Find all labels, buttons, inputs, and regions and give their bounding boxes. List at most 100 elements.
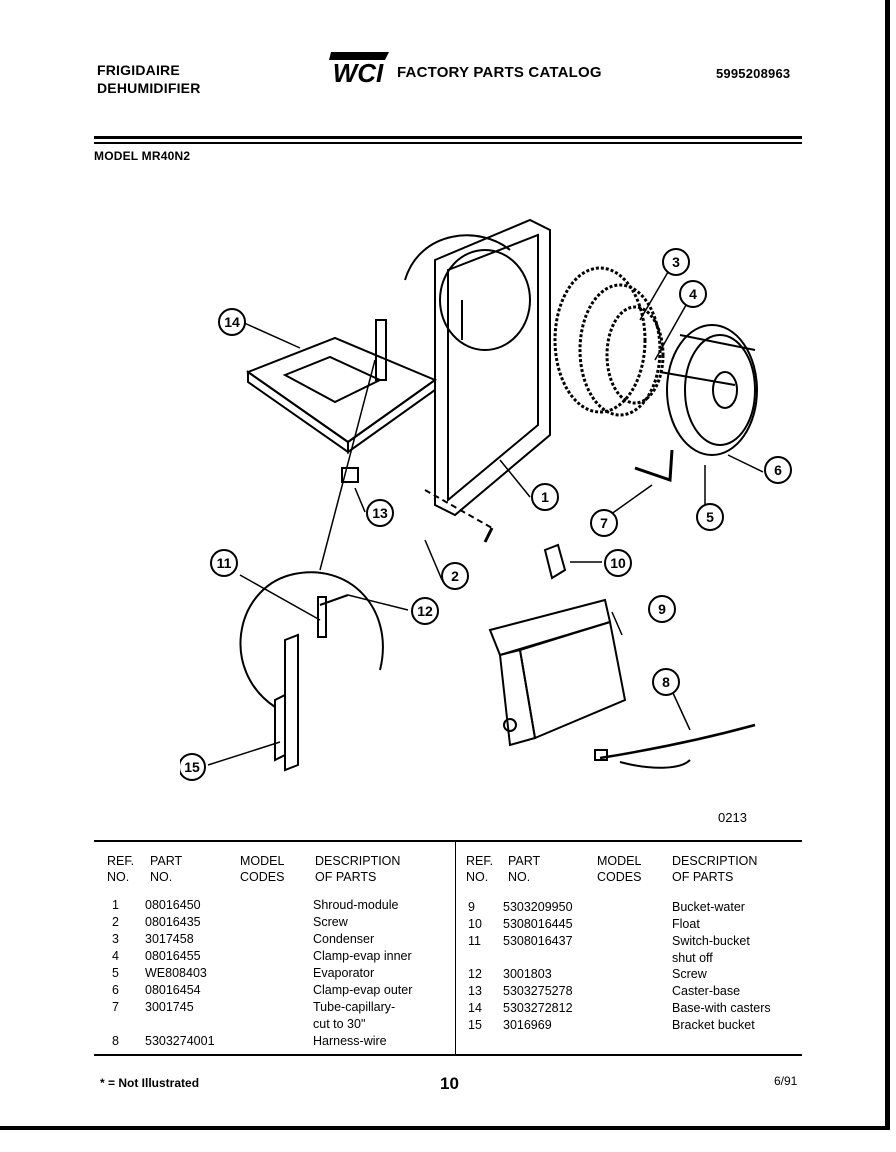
part-description: Shroud-module bbox=[313, 898, 399, 912]
callout-13: 13 bbox=[366, 499, 394, 527]
part-description: Evaporator bbox=[313, 966, 375, 980]
part-description: Caster-base bbox=[672, 984, 741, 998]
part-description: Tube-capillary- bbox=[313, 1000, 396, 1014]
part-number: 3001745 bbox=[145, 1000, 194, 1014]
svg-text:9: 9 bbox=[658, 601, 666, 617]
document-number: 5995208963 bbox=[716, 66, 791, 81]
callout-8: 8 bbox=[652, 668, 680, 696]
part-number: 5303275278 bbox=[503, 984, 573, 998]
header-rule-thin bbox=[94, 142, 802, 144]
ref-number: 11 bbox=[468, 934, 481, 948]
part-description: Switch-bucket bbox=[672, 934, 750, 948]
part-description-continued: shut off bbox=[672, 951, 713, 965]
svg-text:5: 5 bbox=[706, 509, 714, 525]
detail-circle-drawing bbox=[239, 571, 384, 708]
callout-9: 9 bbox=[648, 595, 676, 623]
part-number: 3016969 bbox=[503, 1018, 552, 1032]
callout-15: 15 bbox=[180, 753, 206, 781]
water-bucket-drawing bbox=[488, 598, 627, 747]
svg-text:15: 15 bbox=[184, 759, 200, 775]
svg-text:8: 8 bbox=[662, 674, 670, 690]
part-number: 08016454 bbox=[145, 983, 201, 997]
part-number: 3001803 bbox=[503, 967, 552, 981]
svg-text:3: 3 bbox=[672, 254, 680, 270]
callout-5: 5 bbox=[696, 503, 724, 531]
evaporator-drawing bbox=[659, 324, 758, 456]
revision-date: 6/91 bbox=[774, 1074, 798, 1088]
part-number: 5303209950 bbox=[503, 900, 573, 914]
svg-text:6: 6 bbox=[774, 462, 782, 478]
ref-number: 7 bbox=[112, 1000, 119, 1014]
part-number: 5308016445 bbox=[503, 917, 573, 931]
svg-text:11: 11 bbox=[217, 555, 232, 571]
part-description: Bucket-water bbox=[672, 900, 745, 914]
svg-text:WCI: WCI bbox=[333, 58, 384, 86]
ref-number: 9 bbox=[468, 900, 475, 914]
svg-text:14: 14 bbox=[224, 314, 240, 330]
svg-text:10: 10 bbox=[610, 555, 626, 571]
condenser-coil-drawing bbox=[553, 266, 665, 417]
part-number: 5308016437 bbox=[503, 934, 573, 948]
harness-wire-drawing bbox=[594, 723, 756, 769]
svg-text:13: 13 bbox=[372, 505, 388, 521]
ref-number: 13 bbox=[468, 984, 482, 998]
svg-text:4: 4 bbox=[689, 286, 697, 302]
base-with-casters-drawing bbox=[245, 319, 438, 454]
table-top-rule bbox=[94, 840, 802, 842]
model-number: MODEL MR40N2 bbox=[94, 149, 191, 163]
part-number: 5303272812 bbox=[503, 1001, 573, 1015]
ref-number: 4 bbox=[112, 949, 119, 963]
page-number: 10 bbox=[440, 1074, 459, 1093]
part-description: Bracket bucket bbox=[672, 1018, 755, 1032]
ref-number: 14 bbox=[468, 1001, 482, 1015]
part-description: Screw bbox=[672, 967, 707, 981]
svg-text:7: 7 bbox=[600, 515, 608, 531]
brand-name: FRIGIDAIRE bbox=[97, 62, 180, 78]
ref-number: 1 bbox=[112, 898, 119, 912]
ref-number: 6 bbox=[112, 983, 119, 997]
header-rule bbox=[94, 136, 802, 139]
ref-number: 3 bbox=[112, 932, 119, 946]
part-number: 08016450 bbox=[145, 898, 201, 912]
ref-number: 2 bbox=[112, 915, 119, 929]
catalog-title: FACTORY PARTS CATALOG bbox=[397, 64, 602, 81]
part-number: WE808403 bbox=[145, 966, 207, 980]
part-number: 5303274001 bbox=[145, 1034, 215, 1048]
ref-number: 12 bbox=[468, 967, 482, 981]
part-number: 08016435 bbox=[145, 915, 201, 929]
callout-14: 14 bbox=[218, 308, 246, 336]
ref-header: REF.NO. bbox=[107, 854, 135, 884]
part-description: Clamp-evap inner bbox=[313, 949, 412, 963]
wci-logo: WCI bbox=[329, 52, 389, 86]
part-description: Harness-wire bbox=[313, 1034, 387, 1048]
part-description: Float bbox=[672, 917, 700, 931]
shroud-module-drawing bbox=[404, 218, 551, 517]
callout-4: 4 bbox=[679, 280, 707, 308]
callout-1: 1 bbox=[531, 483, 559, 511]
part-number: 08016455 bbox=[145, 949, 201, 963]
part-description: Condenser bbox=[313, 932, 375, 946]
ref-number: 5 bbox=[112, 966, 119, 980]
callout-11: 11 bbox=[210, 549, 238, 577]
callout-6: 6 bbox=[764, 456, 792, 484]
ref-number: 15 bbox=[468, 1018, 482, 1032]
part-description-continued: cut to 30" bbox=[313, 1017, 366, 1031]
callout-12: 12 bbox=[411, 597, 439, 625]
svg-text:2: 2 bbox=[451, 568, 459, 584]
bracket-bucket-drawing bbox=[274, 633, 299, 772]
svg-text:12: 12 bbox=[417, 603, 433, 619]
part-description: Screw bbox=[313, 915, 348, 929]
ref-number: 10 bbox=[468, 917, 482, 931]
callout-2: 2 bbox=[441, 562, 469, 590]
svg-text:1: 1 bbox=[541, 489, 549, 505]
product-type: DEHUMIDIFIER bbox=[97, 80, 201, 96]
ref-header: REF.NO. bbox=[466, 854, 494, 884]
table-divider bbox=[455, 842, 456, 1054]
ref-number: 8 bbox=[112, 1034, 119, 1048]
